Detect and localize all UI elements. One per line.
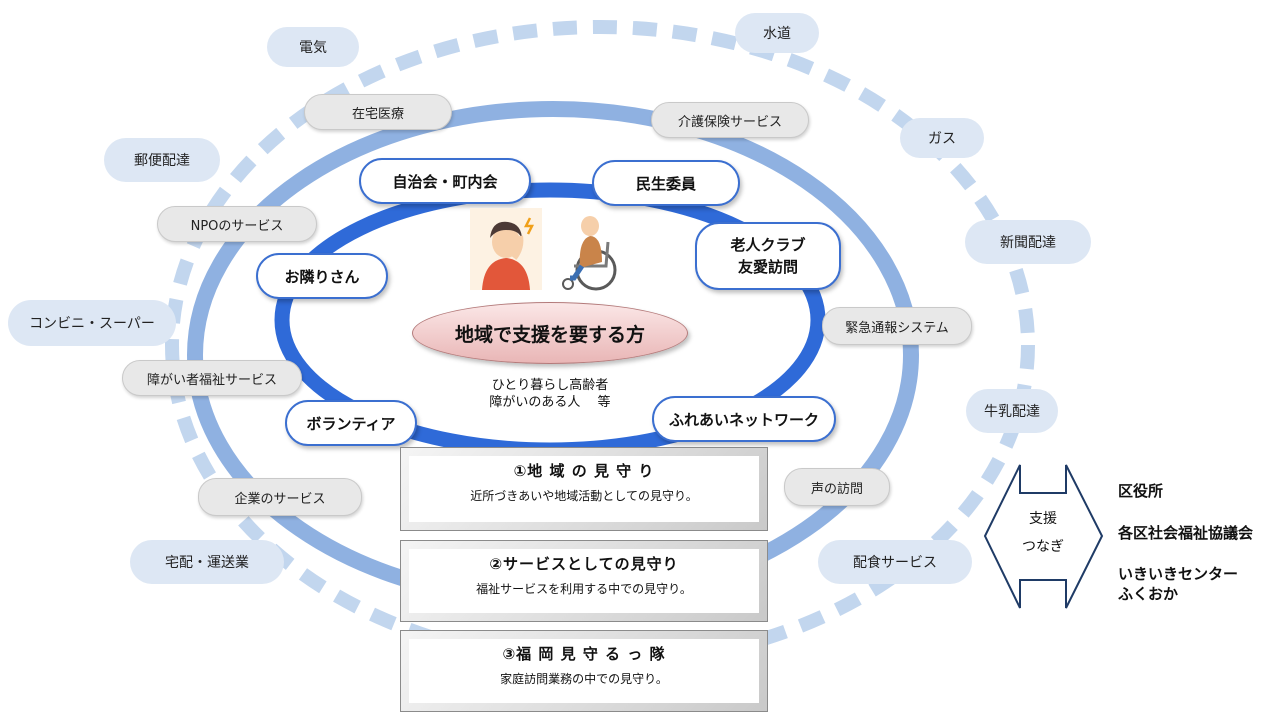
elderly-wheelchair-icon	[562, 216, 617, 291]
inner-item-neighborhood-association: 自治会・町内会	[359, 158, 531, 204]
inner-item-welfare-commissioner: 民生委員	[592, 160, 740, 206]
center-line-disabled: 障がいのある人 等	[489, 395, 611, 410]
org-ward-office: 区役所	[1118, 482, 1164, 500]
outer-item-postal: 郵便配達	[104, 138, 220, 182]
senior-club-label: 老人クラブ	[730, 236, 806, 254]
inner-item-senior-club: 老人クラブ 友愛訪問	[695, 222, 841, 290]
middle-item-disability-welfare: 障がい者福祉サービス	[122, 360, 302, 396]
org-social-welfare-council: 各区社会福祉協議会	[1118, 524, 1254, 542]
middle-item-emergency-alert: 緊急通報システム	[822, 307, 972, 345]
inner-item-volunteer: ボランティア	[285, 400, 417, 446]
box-service-watch: ②サービスとしての見守り 福祉サービスを利用する中での見守り。	[400, 540, 768, 622]
org-fukuoka: ふくおか	[1118, 585, 1179, 603]
outer-item-electricity: 電気	[267, 27, 359, 67]
center-subtext: ひとり暮らし高齢者 障がいのある人 等	[440, 377, 660, 411]
middle-item-voice-visit: 声の訪問	[784, 468, 890, 506]
box-service-watch-inner: ②サービスとしての見守り 福祉サービスを利用する中での見守り。	[409, 549, 759, 613]
center-line-elderly: ひとり暮らし高齢者	[491, 378, 609, 393]
center-target-group: 地域で支援を要する方	[412, 302, 688, 364]
box-title: ②サービスとしての見守り	[489, 555, 679, 573]
outer-item-convenience-store: コンビニ・スーパー	[8, 300, 176, 346]
outer-item-water: 水道	[735, 13, 819, 53]
box-title: ①地 域 の 見 守 り	[513, 462, 655, 480]
middle-item-npo: NPOのサービス	[157, 206, 317, 242]
outer-item-gas: ガス	[900, 118, 984, 158]
outer-item-milk: 牛乳配達	[966, 389, 1058, 433]
box-fukuoka-watch-team: ③福 岡 見 守 る っ 隊 家庭訪問業務の中での見守り。	[400, 630, 768, 712]
worried-woman-icon	[470, 208, 542, 290]
outer-item-meal-delivery: 配食サービス	[818, 540, 972, 584]
box-community-watch-inner: ①地 域 の 見 守 り 近所づきあいや地域活動としての見守り。	[409, 456, 759, 522]
friendship-visit-label: 友愛訪問	[737, 258, 798, 276]
box-description: 福祉サービスを利用する中での見守り。	[476, 582, 692, 596]
arrow-label-connect: つなぎ	[1022, 539, 1064, 555]
box-fukuoka-watch-team-inner: ③福 岡 見 守 る っ 隊 家庭訪問業務の中での見守り。	[409, 639, 759, 703]
outer-item-newspaper: 新聞配達	[965, 220, 1091, 264]
inner-item-fureai-network: ふれあいネットワーク	[652, 396, 836, 442]
outer-ring	[165, 20, 1035, 670]
box-title: ③福 岡 見 守 る っ 隊	[502, 645, 666, 663]
box-description: 近所づきあいや地域活動としての見守り。	[470, 489, 698, 503]
arrow-label-support: 支援	[1029, 511, 1057, 527]
center-title: 地域で支援を要する方	[454, 323, 645, 346]
double-arrow	[983, 464, 1104, 609]
org-ikiiki-center: いきいきセンター	[1118, 565, 1239, 583]
middle-item-home-medical: 在宅医療	[304, 94, 452, 130]
box-community-watch: ①地 域 の 見 守 り 近所づきあいや地域活動としての見守り。	[400, 447, 768, 531]
middle-item-care-insurance: 介護保険サービス	[651, 102, 809, 138]
inner-item-neighbor: お隣りさん	[256, 253, 388, 299]
outer-item-courier: 宅配・運送業	[130, 540, 284, 584]
box-description: 家庭訪問業務の中での見守り。	[500, 672, 668, 686]
middle-item-corporate: 企業のサービス	[198, 478, 362, 516]
